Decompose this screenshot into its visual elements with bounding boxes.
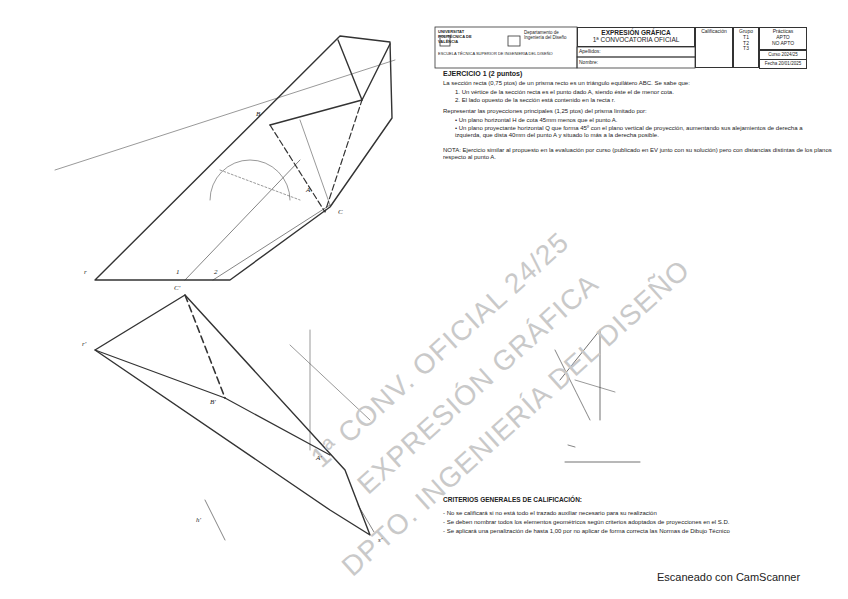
form-cell: [577, 57, 695, 68]
point-label: r: [84, 268, 94, 276]
point-label: 2: [214, 268, 224, 276]
construction-line: [55, 60, 395, 170]
point-label: r': [82, 340, 92, 348]
statement-item: 2. El lado opuesto de la sección está co…: [455, 97, 833, 104]
prism-outline: [95, 295, 370, 535]
construction-line: [185, 160, 300, 280]
date-cell: Fecha 20/01/2025: [759, 59, 807, 69]
criteria-item: - Se aplicará una penalización de hasta …: [443, 528, 838, 535]
hidden-edge: [270, 100, 362, 212]
point-label: A': [316, 454, 328, 462]
school-text: ESCUELA TÉCNICA SUPERIOR DE INGENIERÍA D…: [438, 52, 574, 57]
point-label: C': [174, 284, 186, 292]
group-cell: GrupoT1T2T3: [733, 27, 759, 68]
criteria-item: - Se deben nombrar todos los elementos g…: [443, 519, 838, 526]
exercise-heading: EJERCICIO 1 (2 puntos): [443, 70, 663, 78]
construction-line: [213, 205, 330, 280]
construction-line: [565, 462, 640, 463]
criteria-item: - No se calificará si no está todo el tr…: [443, 510, 838, 517]
form-cell: [577, 47, 695, 57]
prism-outline: [95, 36, 392, 280]
statement-bullet: • Un plano proyectante horizontal Q que …: [455, 125, 827, 139]
prism-edge: [95, 350, 225, 398]
title-block-frame: [435, 27, 695, 68]
point-label: B: [256, 110, 266, 118]
construction-line: [310, 330, 311, 450]
cell-heading: Fecha 20/01/2025: [762, 61, 804, 66]
cell-heading: EXPRESIÓN GRÁFICA: [580, 29, 692, 36]
cell-text: NO APTO: [762, 41, 804, 47]
construction-arc: [210, 160, 290, 200]
grade-cell: Calificación: [695, 27, 733, 68]
construction-line: [568, 445, 575, 447]
logo-cell: [435, 27, 577, 68]
cell-text: 1ª CONVOCATORIA OFICIAL: [580, 36, 692, 43]
statement-text: La sección recta (0,75 ptos) de un prism…: [443, 80, 833, 87]
construction-line: [220, 170, 300, 200]
prism-edge: [270, 100, 362, 125]
criteria-heading: CRITERIOS GENERALES DE CALIFICACIÓN:: [443, 496, 743, 504]
point-label: 1: [176, 268, 186, 276]
statement-item: 1. Un vértice de la sección recta es el …: [455, 89, 833, 96]
hidden-edge: [185, 295, 225, 398]
cell-heading: Curso 2024/25: [762, 52, 804, 57]
department-text: Departamento de Ingeniería del Diseño: [524, 30, 574, 41]
statement-text: Representar las proyecciones principales…: [443, 108, 833, 115]
plan-view: [95, 295, 374, 540]
point-label: C: [338, 208, 348, 216]
statement-bullet: • Un plano horizontal H de cota 45mm men…: [455, 117, 833, 124]
point-label: B': [210, 398, 222, 406]
trace-label: h': [196, 516, 208, 524]
construction-line: [300, 120, 330, 205]
practice-cell: PrácticasAPTONO APTO: [759, 27, 807, 50]
form-field: Apellidos:: [579, 48, 659, 54]
logo-mark: [508, 36, 520, 46]
logo-text: UNIVERSITAT POLITÈCNICA DE VALÈNCIA: [438, 30, 482, 44]
elevation-view: [55, 36, 395, 280]
plane-trace: [205, 500, 225, 540]
point-label: A: [306, 186, 316, 194]
scanner-stamp: Escaneado con CamScanner: [657, 571, 842, 584]
trace-label: s': [378, 536, 390, 544]
cell-heading: Calificación: [698, 29, 730, 35]
cell-text: T3: [736, 46, 756, 52]
form-field: Nombre:: [579, 59, 659, 65]
title-cell: EXPRESIÓN GRÁFICA1ª CONVOCATORIA OFICIAL: [577, 27, 695, 47]
note-text: NOTA: Ejercicio similar al propuesto en …: [443, 147, 833, 161]
